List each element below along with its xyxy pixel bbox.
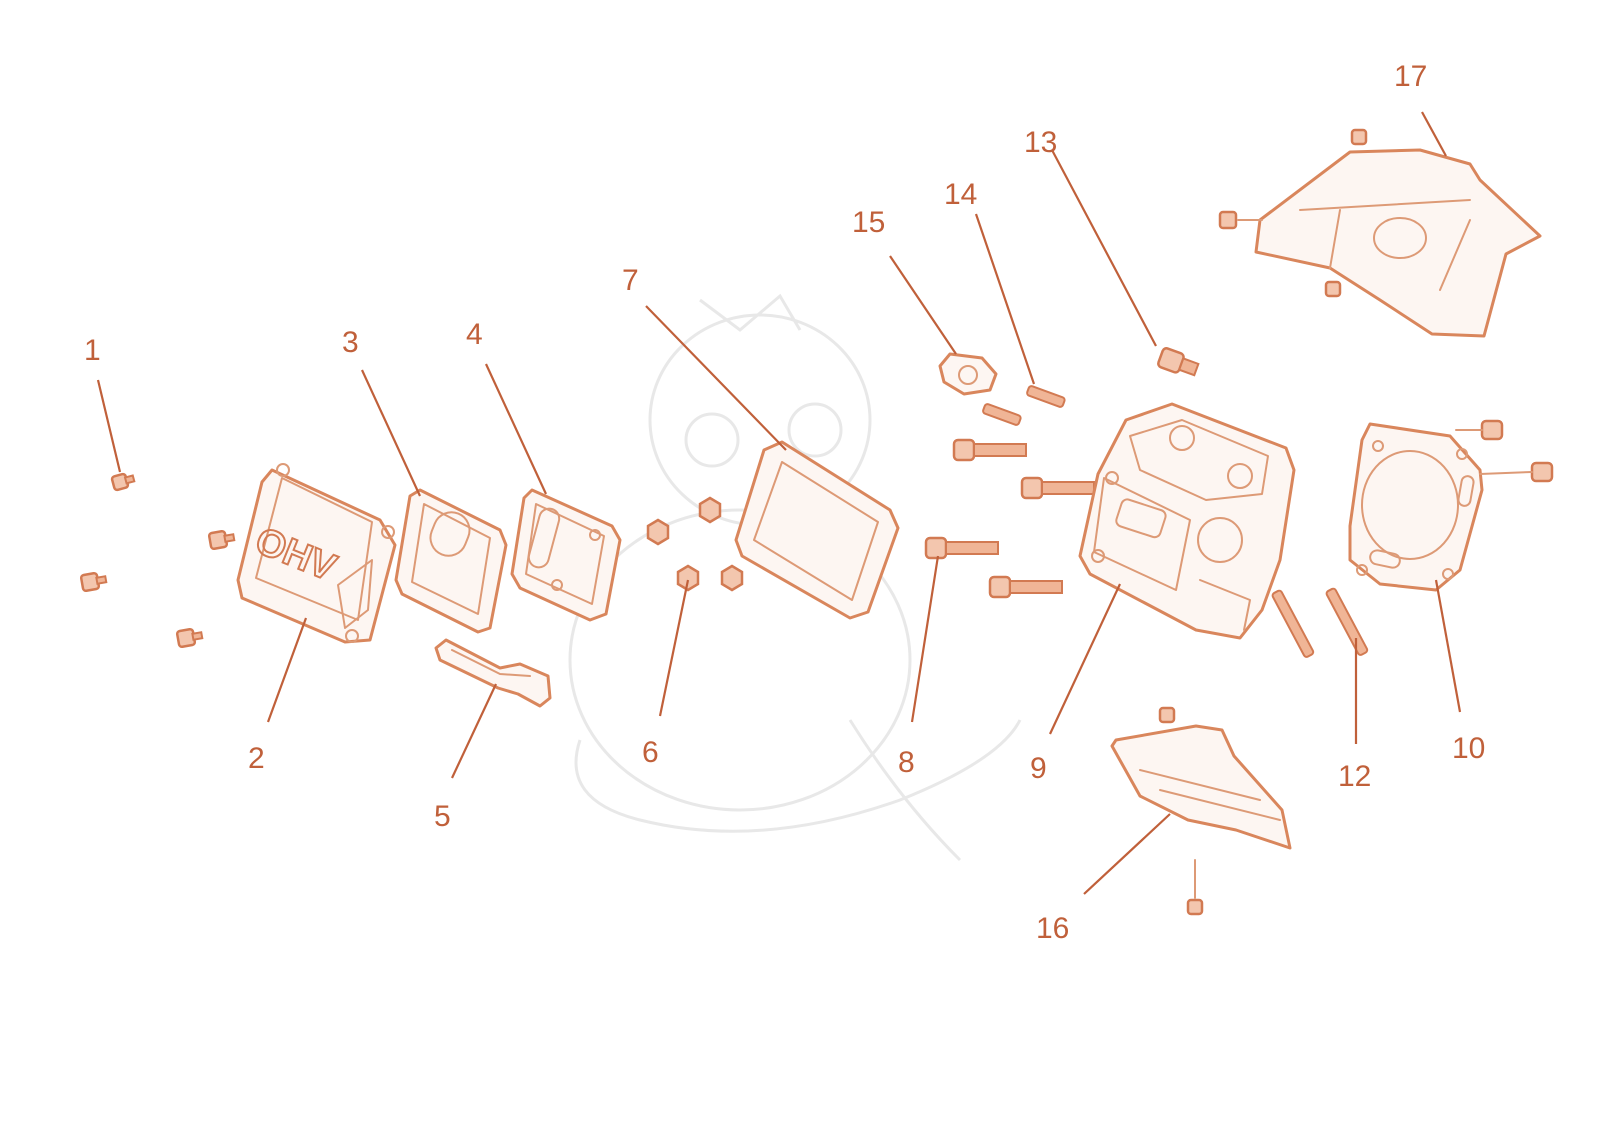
valve-cover: OHV xyxy=(236,463,397,644)
callout-9: 9 xyxy=(1030,752,1047,785)
callout-10: 10 xyxy=(1452,732,1485,765)
studs-upper xyxy=(982,385,1066,426)
callout-5: 5 xyxy=(434,800,451,833)
part-bolts-left xyxy=(79,472,236,649)
spark-plug xyxy=(1157,347,1200,377)
nuts xyxy=(646,496,744,592)
callout-3: 3 xyxy=(342,326,359,359)
cover-gasket xyxy=(394,488,508,634)
flange-gasket xyxy=(938,352,998,396)
leader-lines xyxy=(96,111,1462,895)
lower-shroud xyxy=(1110,706,1292,916)
head-bolts xyxy=(924,438,1095,599)
rocker-cover-gasket xyxy=(734,440,900,620)
callout-16: 16 xyxy=(1036,912,1069,945)
callout-13: 13 xyxy=(1024,126,1057,159)
callout-14: 14 xyxy=(944,178,977,211)
callout-8: 8 xyxy=(898,746,915,779)
head-shroud xyxy=(1218,128,1542,338)
breather-plate xyxy=(510,488,622,622)
callout-7: 7 xyxy=(622,264,639,297)
cylinder-head xyxy=(1078,402,1296,640)
studs-lower xyxy=(1271,587,1369,658)
callout-labels: 1 2 3 4 5 6 7 8 9 10 12 13 14 15 16 17 xyxy=(84,60,1485,945)
callout-6: 6 xyxy=(642,736,659,769)
head-gasket xyxy=(1348,419,1554,592)
callout-17: 17 xyxy=(1394,60,1427,93)
breather-hose xyxy=(434,638,552,708)
callout-2: 2 xyxy=(248,742,265,775)
callout-4: 4 xyxy=(466,318,483,351)
callout-15: 15 xyxy=(852,206,885,239)
callout-12: 12 xyxy=(1338,760,1371,793)
callout-1: 1 xyxy=(84,334,101,367)
